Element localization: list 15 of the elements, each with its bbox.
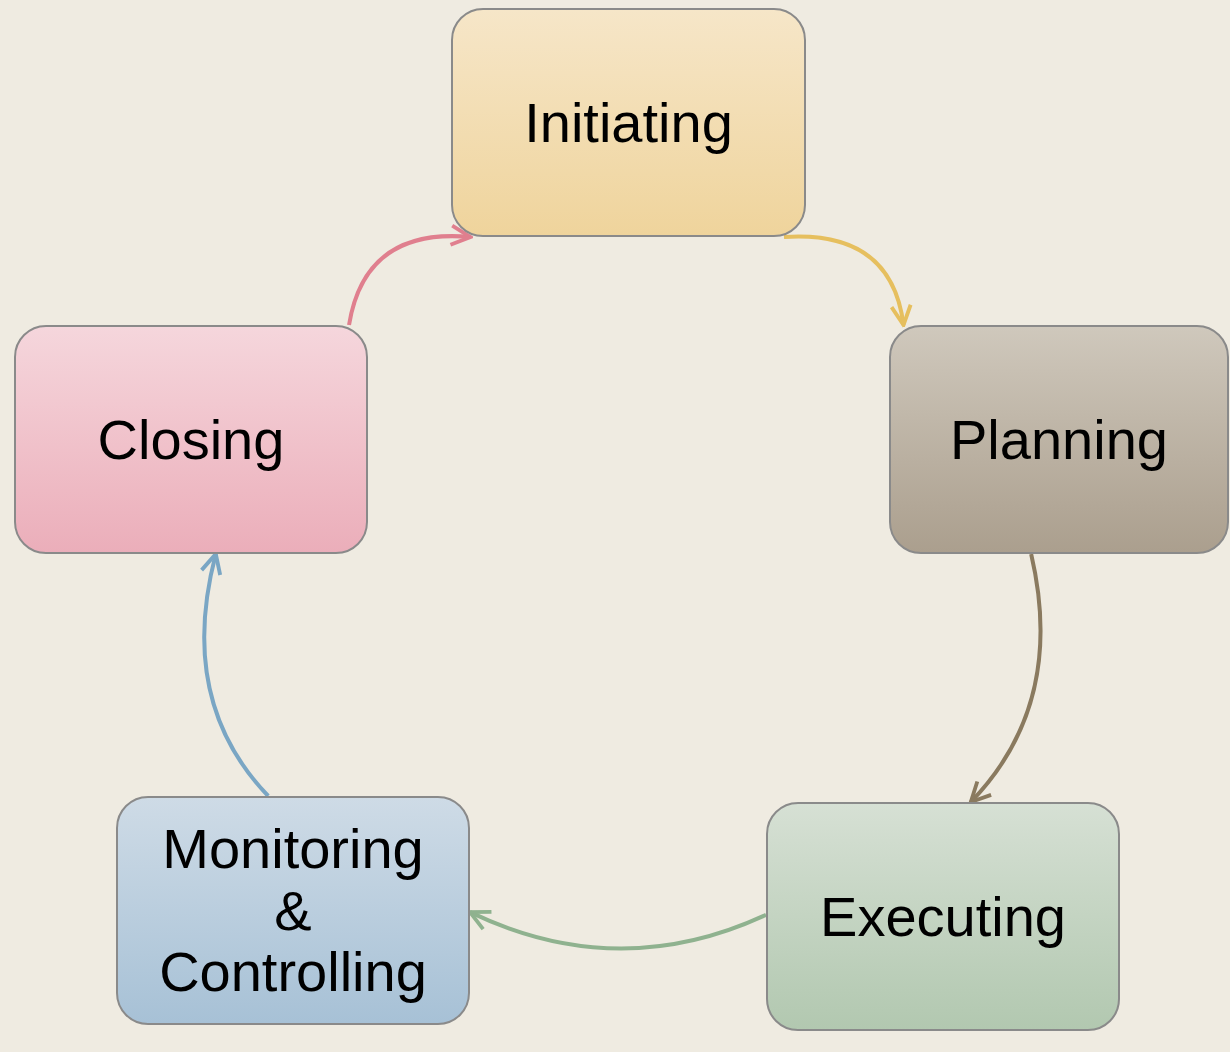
box-label: Executing <box>820 885 1066 948</box>
curved-arrow <box>468 909 767 951</box>
process-box <box>451 8 806 237</box>
process-box <box>116 796 470 1025</box>
box-label: Monitoring & Controlling <box>158 818 428 1003</box>
process-box <box>889 325 1229 554</box>
curved-arrow <box>347 224 473 326</box>
curved-arrow <box>968 553 1043 804</box>
curved-arrow <box>783 234 912 327</box>
curved-arrow <box>200 552 270 798</box>
process-box <box>766 802 1120 1031</box>
box-label: Initiating <box>524 91 733 154</box>
box-label: Planning <box>950 408 1168 471</box>
process-box <box>14 325 368 554</box>
box-label: Closing <box>97 408 285 471</box>
